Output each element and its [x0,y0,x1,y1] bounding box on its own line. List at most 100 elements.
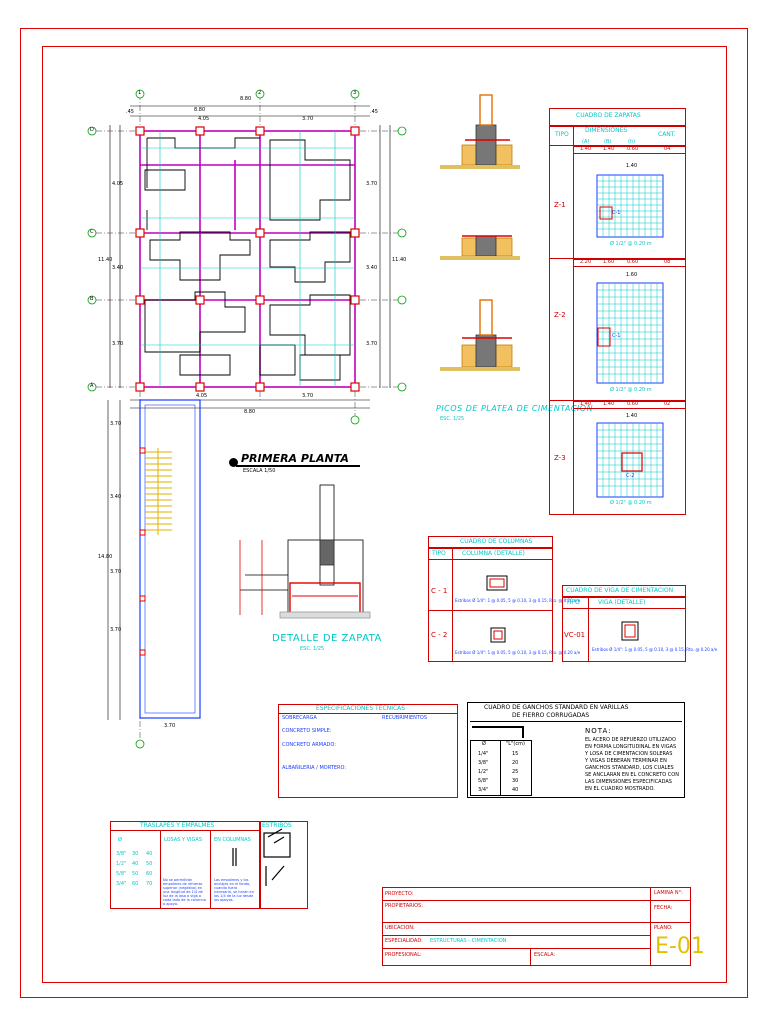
plan-bot-seg1: 4.05 [196,393,208,399]
title-block-vdiv-small [530,948,531,966]
plan-seg-right-small: .45 [370,109,378,115]
traslapes-div-1 [160,831,161,909]
cuadro-columnas-title: CUADRO DE COLUMNAS [460,538,533,545]
traslapes-row-4-c: 70 [146,881,153,887]
tb-escala-label: ESCALA: [534,952,556,958]
ganchos-hook-sketch [472,726,524,738]
zap-row-2-tipo: Z-2 [554,311,566,319]
ganchos-row-2-b: 20 [512,760,519,766]
plan-title-underline [236,465,360,467]
zap-row-2-values [573,259,686,267]
plan-seg2: 3.70 [302,116,314,122]
zap-sub-h: (h) [628,139,636,145]
axis-label-b: B [90,296,94,302]
plan-left-b: 3.40 [112,265,124,271]
plan-left-total: 11.40 [98,257,113,263]
plan-bot-seg2: 3.70 [302,393,314,399]
ganchos-row-4-a: 5/8" [478,778,489,784]
ganchos-nota-title: NOTA: [585,727,612,735]
plan-bot-total: 8.80 [244,409,256,415]
traslapes-row-2-b: 40 [132,861,139,867]
axis-label-a: A [90,383,94,389]
estribos-title: ESTRIBOS [262,822,292,829]
zap-row-1-a: 1.40 [580,146,592,152]
cuadro-zapatas [549,108,686,515]
zap-row-3-h: 0.60 [627,401,639,407]
title-block [382,887,691,966]
zap-row-1-values [573,146,686,154]
zapata-detail-drawing [239,484,371,619]
traslapes-row-4-a: 3/4" [116,881,127,887]
ganchos-nota-8: EN EL CUADRO MOSTRADO. [585,786,655,792]
stair-bottom: 3.70 [164,723,176,729]
tb-ubicacion-label: UBICACION: [385,925,415,931]
stair-steps [145,448,172,535]
viga-row-1-note: Estribos Ø 1/4": 1 @ 0.05, 5 @ 0.10, 3 @… [592,647,718,652]
zap-row-1-tipo: Z-1 [554,201,566,209]
plan-columns [135,126,360,392]
ganchos-nota-7: LAS DIMENSIONES ESPECIFICADAS [585,779,672,785]
ganchos-table [470,740,532,796]
section-3 [440,299,520,371]
zap-row-3-separator [549,400,686,401]
ganchos [467,702,685,798]
stair-c: 3.70 [110,569,122,575]
axis-bubbles [87,89,407,749]
zap-row-3-cant: 02 [664,401,671,407]
ganchos-row-3-a: 1/2" [478,769,489,775]
cuadro-zapatas-title: CUADRO DE ZAPATAS [576,112,641,119]
stair-d: 3.70 [110,627,122,633]
zapata-meshes [596,174,664,498]
zap-row-3-col: C-2 [626,473,635,479]
zap-row-3-a: 1.40 [580,401,592,407]
stair-area [139,399,201,719]
traslapes-row-4-b: 60 [132,881,139,887]
section-1 [440,94,520,169]
ganchos-nota-6: SE ANCLARAN EN EL CONCRETO CON [585,772,679,778]
zap-row-3-mesh: Ø 1/2" @ 0.20 m [610,500,652,506]
zap-row-1-h: 0.60 [627,146,639,152]
ganchos-row-1-b: 15 [512,751,519,757]
espec-h1: SOBRECARGA [282,715,317,721]
col-divider [452,548,453,662]
traslapes-col-columnas: EN COLUMNAS [214,837,251,843]
zap-row-2-a: 2.20 [580,259,592,265]
traslapes-row-1-c: 40 [146,851,153,857]
plan-seg1: 4.05 [198,116,210,122]
espec-h3: CONCRETO ARMADO: [282,742,336,748]
plan-left-a: 4.05 [112,181,124,187]
cuadro-viga-header [562,585,686,597]
traslapes-row-2-c: 50 [146,861,153,867]
viga-divider [588,597,589,662]
zap-row-2-col: C-1 [612,333,621,339]
section-caption: PICOS DE PLATEA DE CIMENTACION [436,404,594,413]
section-sub: ESC. 1/25 [440,416,465,422]
ganchos-nota-4: Y VIGAS DEBERAN TERMINAR EN [585,758,667,764]
zap-head-cant: CANT. [658,131,676,138]
col-row-2-note: Estribos Ø 1/4": 1 @ 0.05, 5 @ 0.10, 3 @… [455,650,581,655]
tb-especialidad-value: ESTRUCTURAS - CIMENTACION [430,938,507,944]
estribos-sketch [232,828,291,886]
axis-label-c: C [90,229,94,235]
tb-plano-value: E-01 [655,934,705,959]
zap-row-1-col: C-1 [612,210,621,216]
stair-a: 3.70 [110,421,122,427]
tb-plano-label: PLANO: [654,925,673,931]
traslapes-title: TRASLAPES Y EMPALMES [140,822,215,829]
col-head-tipo: TIPO [432,550,446,557]
traslapes-row-1-a: 3/8" [116,851,127,857]
traslapes-header [110,821,260,831]
plan-top-dim-total: 8.80 [240,96,252,102]
traslapes-row-3-b: 50 [132,871,139,877]
traslapes-note-2: Los empalmes y los anclajes en el fondo,… [214,878,254,903]
plan-title-marker [229,458,238,467]
zap-head-tipo: TIPO [555,131,569,138]
plan-left-c: 3.70 [112,341,124,347]
plan-right-b: 3.40 [366,265,378,271]
ganchos-row-2-a: 3/8" [478,760,489,766]
traslapes-row-3-c: 60 [146,871,153,877]
zap-row-3-b: 1.40 [603,401,615,407]
zap-row-2-h: 0.60 [627,259,639,265]
espec-h4: ALBAÑILERIA / MORTERO: [282,765,347,771]
column-sections [486,575,639,643]
